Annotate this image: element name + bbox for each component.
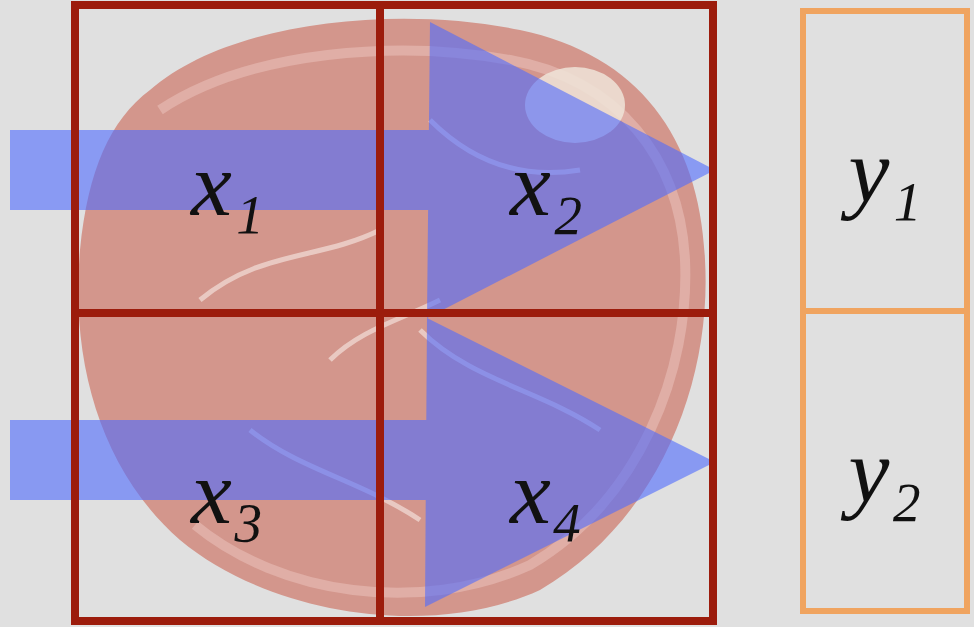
meat-photo bbox=[78, 19, 705, 616]
grid-cell: x₂ bbox=[376, 1, 717, 317]
grid-cell: x₄ bbox=[376, 309, 717, 625]
scan-arrow bbox=[10, 318, 715, 607]
variable-label: y₁ bbox=[849, 125, 922, 217]
output-box: y₂ bbox=[800, 308, 970, 614]
grid-cell: x₃ bbox=[71, 309, 384, 625]
meat-shape bbox=[78, 19, 705, 616]
scan-arrow bbox=[10, 22, 715, 318]
variable-label: x₁ bbox=[191, 138, 264, 230]
variable-label: x₂ bbox=[510, 138, 583, 230]
output-box: y₁ bbox=[800, 8, 970, 314]
variable-label: x₄ bbox=[510, 446, 583, 538]
grid-cell: x₁ bbox=[71, 1, 384, 317]
variable-label: x₃ bbox=[191, 446, 264, 538]
variable-label: y₂ bbox=[849, 425, 922, 517]
